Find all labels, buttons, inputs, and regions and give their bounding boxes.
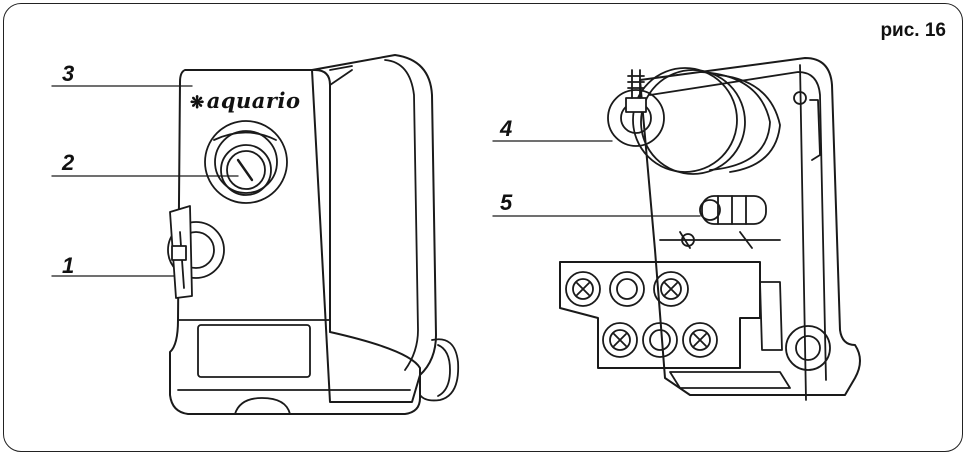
callout-2: 2: [62, 150, 75, 175]
snowflake-flower-icon: ❋: [190, 93, 205, 113]
callout-1: 1: [62, 253, 75, 278]
callout-5: 5: [500, 190, 513, 215]
callout-3: 3: [62, 61, 75, 86]
closed-switch-drawing: [51, 54, 460, 415]
callout-4: 4: [500, 116, 513, 141]
figure-frame: [3, 3, 963, 452]
brand-name: aquario: [206, 88, 301, 113]
open-switch-drawing: [492, 57, 861, 401]
figure-caption: рис. 16: [880, 20, 946, 41]
brand-logo: ❋aquario: [190, 88, 300, 113]
